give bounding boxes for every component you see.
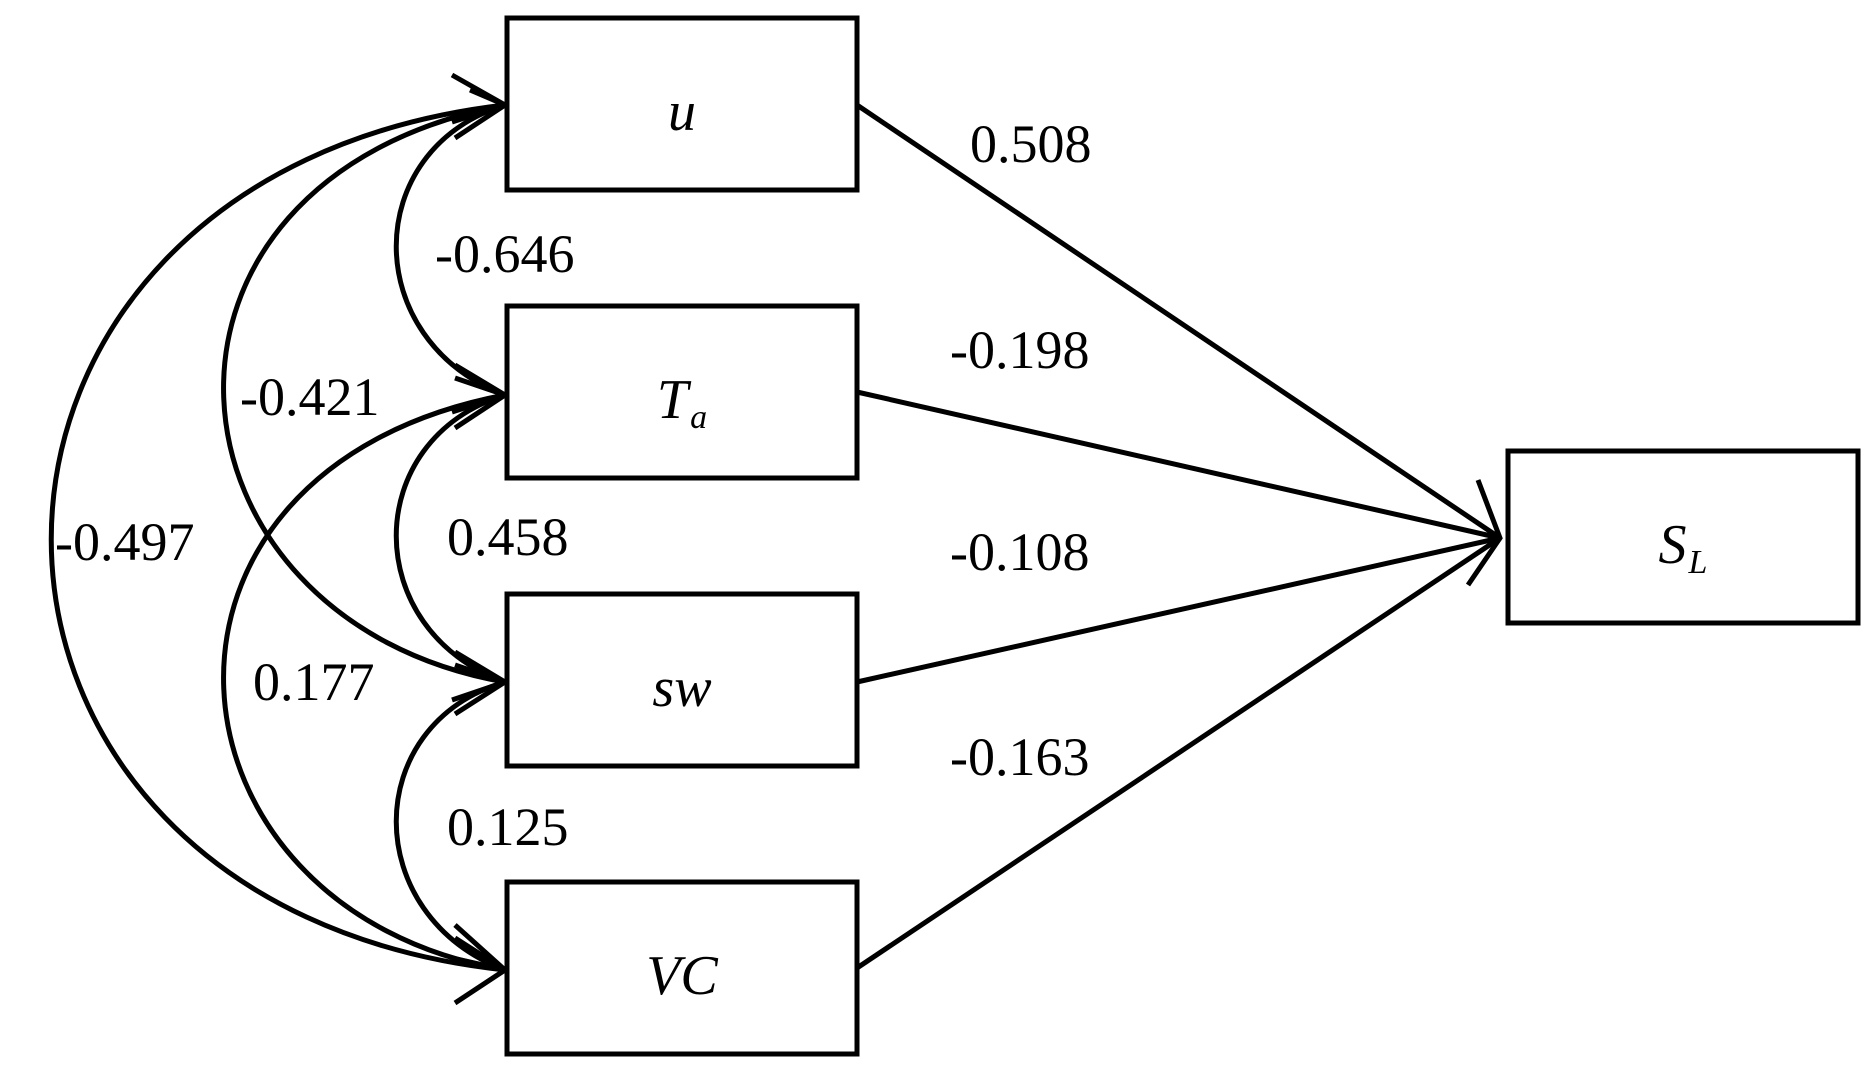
- arc-u-ta: [393, 102, 506, 398]
- corr-u-vc: -0.497: [55, 512, 194, 572]
- node-ta-label: Ta: [657, 369, 707, 436]
- arc-u-sw: [221, 102, 506, 685]
- path-sw-sl: [856, 535, 1501, 685]
- node-sl-box: [1505, 448, 1861, 626]
- coef-sw-sl: -0.108: [950, 522, 1089, 582]
- node-sw-label: sw: [652, 657, 711, 719]
- coef-u-sl: 0.508: [970, 114, 1092, 174]
- corr-u-ta: -0.646: [435, 224, 574, 284]
- node-u-box: [504, 15, 860, 193]
- arc-ta-sw: [393, 392, 506, 685]
- arc-ta-vc: [221, 392, 506, 973]
- arc-u-vc: [48, 102, 506, 973]
- node-sw-box: [504, 591, 860, 769]
- node-ta-main: T: [657, 369, 692, 431]
- node-sl-sub: L: [1688, 544, 1708, 581]
- coef-vc-sl: -0.163: [950, 727, 1089, 787]
- node-vc-box: [504, 879, 860, 1057]
- corr-sw-vc: 0.125: [447, 797, 569, 857]
- coef-ta-sl: -0.198: [950, 320, 1089, 380]
- node-vc-label: VC: [646, 945, 718, 1007]
- arc-sw-vc: [393, 679, 506, 973]
- node-sl-label: SL: [1659, 514, 1708, 581]
- corr-ta-vc: 0.177: [253, 652, 375, 712]
- corr-u-sw: -0.421: [240, 367, 379, 427]
- arrowhead-sl: [1465, 479, 1503, 587]
- path-vc-sl: [855, 535, 1502, 971]
- node-ta-box: [504, 303, 860, 481]
- node-u-label: u: [668, 81, 696, 143]
- path-u-sl: [855, 102, 1502, 541]
- corr-ta-sw: 0.458: [447, 507, 569, 567]
- path-ta-sl: [856, 389, 1501, 541]
- node-ta-sub: a: [690, 399, 707, 436]
- node-sl-main: S: [1659, 514, 1687, 576]
